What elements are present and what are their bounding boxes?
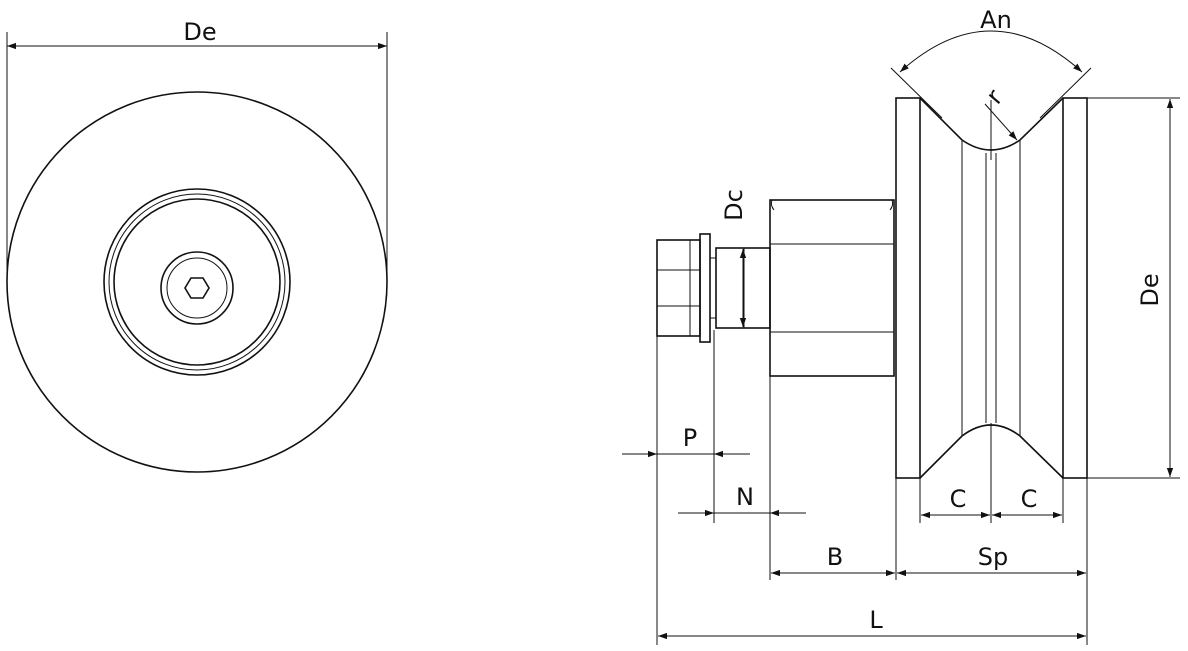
side-de-label: De [1136,273,1164,306]
n-label: N [736,483,754,511]
sp-label: Sp [978,543,1008,571]
hex-nut-body [769,199,895,377]
front-de-label: De [183,18,216,46]
side-view: An r Dc De P N C C [622,6,1180,645]
r-label: r [981,84,1009,110]
hub-circle-inner [113,198,281,366]
c-left-label: C [950,485,967,513]
l-label: L [869,606,883,634]
dc-label: Dc [720,189,748,221]
b-label: B [827,543,843,571]
c-right-label: C [1021,485,1038,513]
small-nut [656,239,701,337]
r-dimension-line [984,103,1018,141]
hub-circle-ring [108,193,286,371]
right-flange [1062,97,1088,479]
p-label: P [683,424,697,452]
an-label: An [980,6,1012,34]
bolt-head-inner [166,257,228,319]
front-view: De [6,18,388,473]
left-flange [895,97,921,479]
bolt-head-outer [160,251,234,325]
an-dimension-arc [899,30,1083,73]
washer [699,233,711,343]
hex-socket-icon [184,277,210,299]
wheel-outer-circle [6,91,388,473]
hub-circle-outer [103,188,291,376]
